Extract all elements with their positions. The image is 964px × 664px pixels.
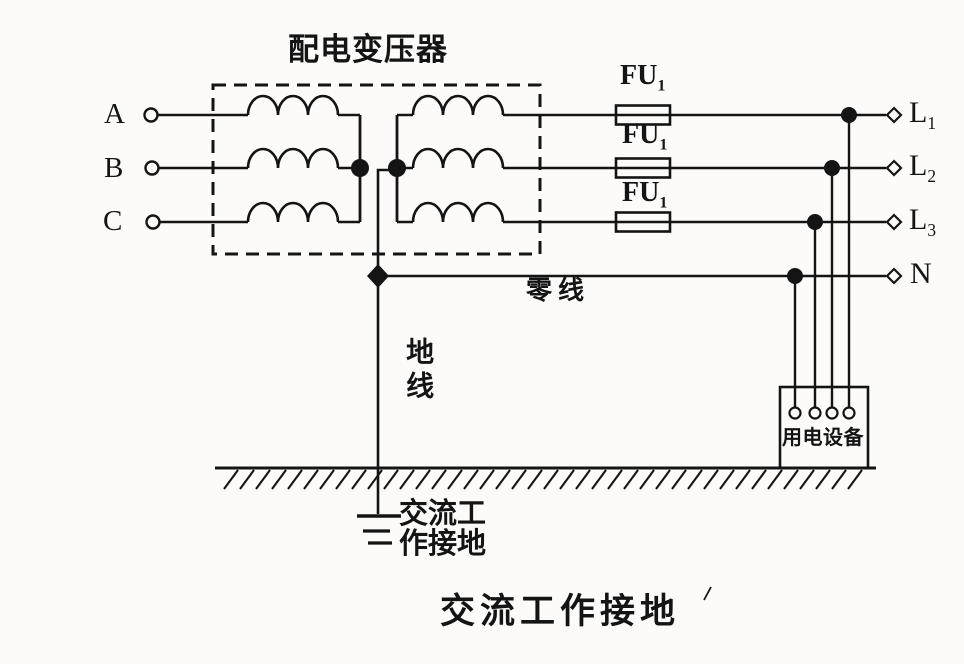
primary-winding-b xyxy=(246,147,340,169)
equipment-box xyxy=(778,385,870,470)
equipment-label: 用电设备 xyxy=(782,427,864,449)
output-label-l1: L1 xyxy=(909,96,936,132)
transformer-box xyxy=(211,83,542,256)
ground-point-label-line2: 作接地 xyxy=(399,528,487,560)
terminal-n xyxy=(885,267,903,285)
junction-star-point xyxy=(388,159,406,177)
equipment-terminal-l3 xyxy=(808,406,822,420)
output-label-n: N xyxy=(910,258,932,289)
fuse-label-2-sub: 1 xyxy=(659,135,668,154)
equipment-terminal-l1 xyxy=(842,406,856,420)
output-label-l2-text: L xyxy=(909,149,928,182)
equipment-drop-lines xyxy=(793,115,851,407)
equipment-terminal-n xyxy=(788,406,802,420)
phase-label-c: C xyxy=(103,205,123,237)
fuse-label-1: FU1 xyxy=(620,60,665,94)
output-label-l1-sub: 1 xyxy=(927,113,937,133)
fuse-label-1-text: FU xyxy=(620,60,658,91)
diagram-caption: 交流工作接地 xyxy=(440,592,681,631)
output-label-l1-text: L xyxy=(909,96,928,129)
fuse-symbol-1 xyxy=(614,104,672,126)
terminal-l3 xyxy=(885,213,903,231)
ground-point-label: 交流工作接地 xyxy=(399,499,486,559)
output-label-l2: L2 xyxy=(909,149,936,185)
output-label-l3-text: L xyxy=(909,203,928,236)
terminal-a xyxy=(143,107,159,123)
secondary-winding-3 xyxy=(411,201,505,223)
secondary-winding-1 xyxy=(411,94,505,116)
terminal-b xyxy=(144,160,160,176)
ground-point-label-line1: 交流工 xyxy=(399,498,487,530)
equipment-terminal-l2 xyxy=(825,406,839,420)
primary-winding-c xyxy=(246,201,340,223)
junction-l1-tap xyxy=(841,107,857,123)
fuse-label-3: FU1 xyxy=(622,177,667,211)
output-label-l3-sub: 3 xyxy=(927,220,937,240)
fuse-label-2: FU1 xyxy=(622,119,667,153)
fuse-label-3-sub: 1 xyxy=(659,193,668,212)
fuse-symbol-3 xyxy=(614,211,672,233)
terminal-l2 xyxy=(885,159,903,177)
junction-neutral-ground xyxy=(367,264,389,288)
secondary-winding-2 xyxy=(411,147,505,169)
phase-label-b: B xyxy=(104,152,124,184)
primary-winding-a xyxy=(246,94,340,116)
output-label-n-text: N xyxy=(910,257,932,290)
fuse-label-2-text: FU xyxy=(622,119,660,150)
transformer-label: 配电变压器 xyxy=(288,32,448,67)
terminal-l1 xyxy=(885,106,903,124)
junction-primary-bus xyxy=(351,159,369,177)
fuse-label-1-sub: 1 xyxy=(657,76,666,95)
output-label-l2-sub: 2 xyxy=(927,166,937,186)
junction-n-tap xyxy=(787,268,803,284)
star-point-branch xyxy=(376,168,397,276)
ground-wire-label: 地线 xyxy=(403,337,435,405)
fuse-symbol-2 xyxy=(614,157,672,179)
junction-l2-tap xyxy=(824,160,840,176)
ground-hatching xyxy=(223,469,863,490)
phase-input-leads xyxy=(158,113,248,224)
junction-l3-tap xyxy=(807,214,823,230)
neutral-line-label: 零线 xyxy=(526,275,591,305)
phase-label-a: A xyxy=(104,98,125,130)
fuse-label-3-text: FU xyxy=(622,177,660,208)
terminal-c xyxy=(145,214,161,230)
output-label-l3: L3 xyxy=(909,203,936,239)
stray-tick-mark xyxy=(703,586,712,601)
